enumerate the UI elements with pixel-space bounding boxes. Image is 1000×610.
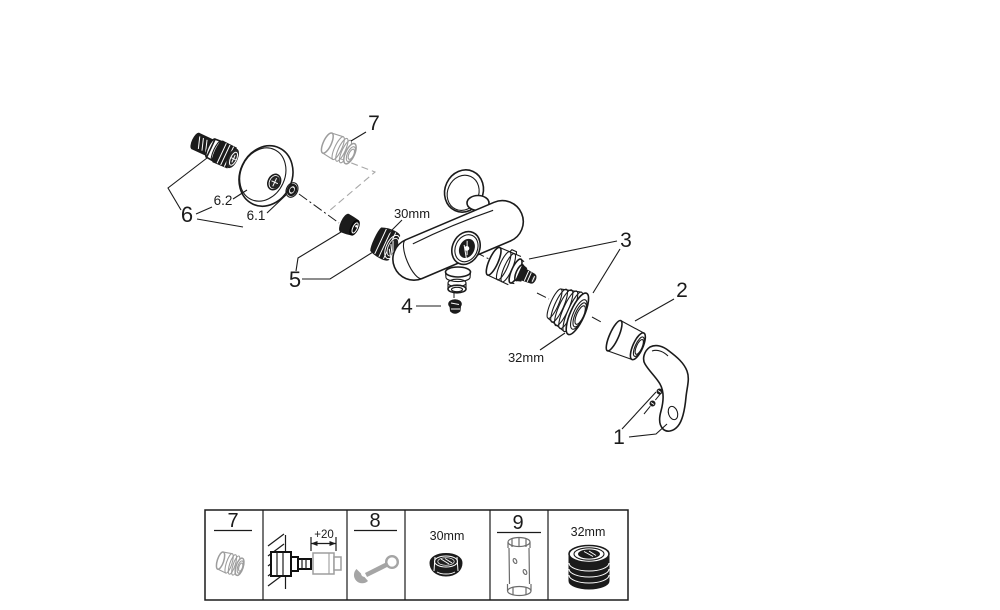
lever-handle-part [642, 344, 690, 432]
part7-insertion-axis [328, 158, 377, 212]
outlet-stub [444, 266, 472, 294]
wrench-icon [353, 555, 400, 584]
cap-sleeve-part [605, 319, 647, 361]
mixer-body-part [392, 169, 525, 294]
callout-1: 1 [613, 426, 625, 449]
s-union-part [190, 132, 239, 169]
dim-32mm-label: 32mm [508, 350, 544, 365]
legend-cell-7: 7 [214, 510, 252, 577]
dim-30mm-label: 30mm [394, 206, 430, 221]
cartridge-seat-boss [451, 230, 481, 266]
cartridge-part [485, 246, 537, 286]
callout-6-1: 6.1 [247, 208, 266, 223]
union-nut-part [370, 227, 401, 261]
socket-tool-icon [506, 536, 532, 597]
legend-8-label: 8 [369, 510, 380, 532]
callout-7: 7 [368, 112, 380, 135]
legend-cell-extension: +20 [267, 529, 342, 589]
threaded-ring-part [546, 288, 590, 336]
callout-labels: 7 6 6.2 6.1 5 30mm 4 3 32mm 2 1 [181, 112, 688, 449]
washer-part [285, 182, 299, 198]
threaded-ring-icon [568, 544, 610, 590]
gasket-part [339, 213, 360, 236]
legend-cell-8: 8 [353, 510, 400, 584]
handle-screws [649, 388, 663, 407]
callout-2: 2 [676, 279, 688, 302]
callout-leader-lines [167, 131, 675, 438]
callout-3: 3 [620, 229, 632, 252]
legend-9-label: 9 [512, 512, 523, 534]
legend-table: 7 [204, 509, 629, 601]
legend-cell-9: 9 [497, 512, 541, 597]
legend-30mm-label: 30mm [430, 529, 465, 543]
legend-32mm-label: 32mm [571, 525, 606, 539]
union-nut-icon [429, 552, 463, 577]
extension-depth-label: +20 [314, 529, 334, 541]
legend-7-label: 7 [227, 510, 238, 532]
wall-extension-install-icon [267, 533, 342, 589]
callout-6: 6 [181, 202, 193, 227]
outlet-screw-part [448, 299, 462, 314]
extension-adapter-part [320, 132, 357, 165]
callout-6-2: 6.2 [214, 193, 233, 208]
legend-cell-30mm: 30mm [429, 529, 465, 577]
callout-4: 4 [401, 295, 413, 318]
legend-cell-32mm: 32mm [568, 525, 610, 590]
callout-5: 5 [289, 267, 301, 292]
escutcheon-part [238, 145, 294, 207]
extension-adapter-icon [215, 551, 245, 577]
